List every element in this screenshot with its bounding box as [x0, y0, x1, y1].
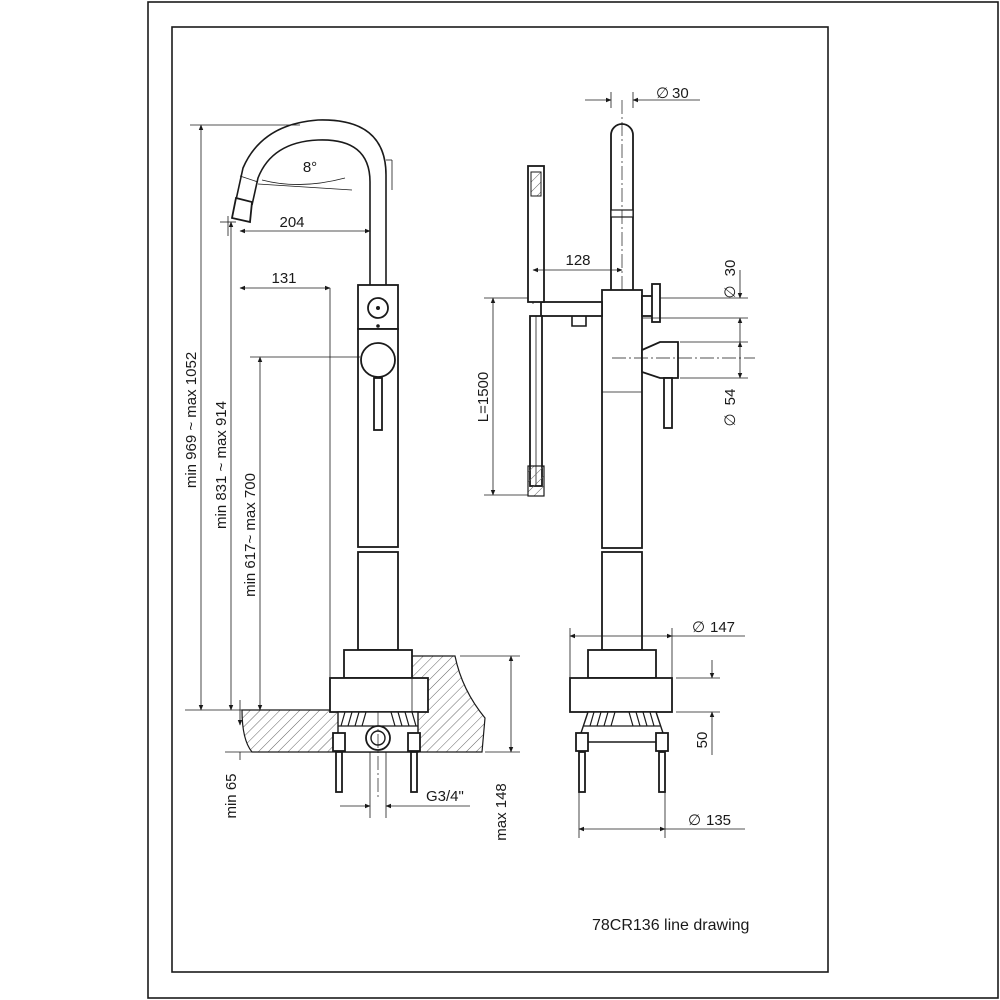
dim-base-height: 50: [676, 660, 720, 755]
bolt-left: [335, 751, 343, 793]
valve-diameter-label: 54: [722, 389, 739, 406]
connection-label: G3/4": [426, 788, 464, 805]
height-top-label: min 969 ~ max 1052: [183, 352, 200, 488]
spout-ring: [239, 175, 259, 183]
front-lower-column: [601, 551, 643, 651]
side-view: 204 8° 131 min 969 ~ max 1052 min 831 ~ …: [183, 119, 520, 841]
front-collar-lower: [569, 677, 673, 713]
height-mid-label: min 831 ~ max 914: [213, 401, 230, 529]
dim-base-diameter: ∅ 147: [569, 619, 745, 678]
diameter-symbol-4: ∅: [692, 619, 705, 636]
dim-depth-min: min 65: [223, 700, 252, 819]
handle-offset-label: 131: [271, 270, 296, 287]
base-height-label: 50: [694, 732, 711, 749]
collar-upper: [343, 649, 413, 679]
dim-connection: G3/4": [340, 752, 470, 818]
spout-outer: [235, 119, 387, 285]
diameter-symbol-2: ∅: [722, 285, 739, 298]
spout-angle-arc: [261, 177, 346, 185]
diverter-tip: [651, 283, 661, 323]
dim-floor-diameter: ∅ 135: [578, 792, 745, 838]
spout-angle-ref: [257, 183, 353, 191]
holder-lug: [571, 316, 587, 327]
holder-arm: [540, 301, 603, 317]
height-low-label: min 617~ max 700: [242, 473, 259, 597]
lower-column: [357, 551, 399, 651]
dim-height-top: min 969 ~ max 1052: [183, 124, 300, 711]
diameter-symbol-5: ∅: [688, 812, 701, 829]
hand-shower-offset-label: 128: [565, 252, 590, 269]
spout-inner: [251, 139, 371, 285]
dim-hose-length: L=1500: [475, 297, 528, 496]
dim-handle-diameter: 30 ∅: [642, 260, 748, 345]
inner-frame: [171, 26, 829, 973]
side-handle: [373, 377, 383, 431]
base-diameter-label: 147: [710, 619, 735, 636]
front-bracket: [577, 711, 667, 743]
outer-frame: [147, 1, 999, 999]
hose-length-label: L=1500: [475, 372, 492, 422]
valve-lever: [663, 377, 673, 429]
dim-hand-shower-offset: 128: [532, 252, 623, 273]
dim-handle-offset: 131: [239, 270, 331, 690]
drawing-caption: 78CR136 line drawing: [592, 917, 749, 934]
hose-nut: [527, 465, 545, 497]
depth-max-label: max 148: [493, 783, 510, 841]
handle-dot: [376, 324, 380, 328]
clamp-right: [407, 732, 421, 752]
front-collar-upper: [587, 649, 657, 679]
depth-min-label: min 65: [223, 773, 240, 818]
spout-angle-label: 8°: [303, 159, 317, 176]
spout-diameter-label: 30: [672, 85, 689, 102]
cartridge-cap: [360, 342, 396, 378]
diverter-dot: [376, 306, 380, 310]
bolt-right: [410, 751, 418, 793]
diameter-symbol-1: ∅: [656, 85, 669, 102]
collar-lower: [329, 677, 429, 713]
spout-reach-label: 204: [279, 214, 304, 231]
handle-diameter-label: 30: [722, 260, 739, 277]
dim-valve-diameter: 54 ∅: [680, 341, 748, 427]
clamp-left: [332, 732, 346, 752]
dim-spout-reach: 204: [227, 214, 371, 236]
dim-spout-diameter: 30 ∅: [585, 85, 700, 108]
front-view: 30 ∅ 128 L=1500 30 ∅ 54: [475, 85, 755, 838]
front-clamp-right: [655, 732, 669, 752]
front-clamp-left: [575, 732, 589, 752]
front-bracket-fins: [584, 711, 660, 727]
diameter-symbol-3: ∅: [722, 413, 739, 426]
dim-height-mid: min 831 ~ max 914: [213, 221, 236, 711]
floor-diameter-label: 135: [706, 812, 731, 829]
dim-height-low: min 617~ max 700: [242, 356, 360, 711]
valve-lever-base: [641, 341, 679, 379]
spout-outlet: [230, 196, 253, 224]
front-bolt-left: [578, 751, 586, 793]
dim-depth-max: max 148: [460, 655, 520, 841]
hand-shower-grille: [530, 171, 542, 197]
front-bolt-right: [658, 751, 666, 793]
front-mixer-body: [601, 289, 643, 549]
